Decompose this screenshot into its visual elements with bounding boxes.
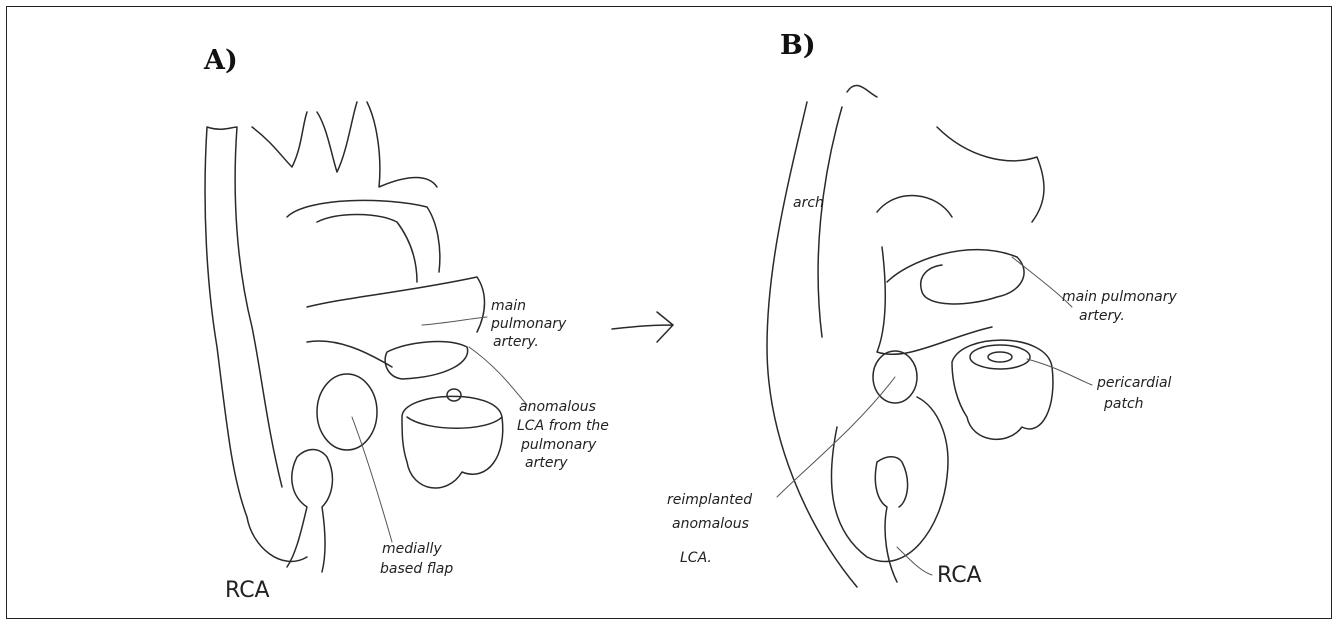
note-rca-a: RCA: [225, 578, 270, 603]
leader-flap: [352, 417, 392, 542]
panel-b-drawing: [767, 86, 1092, 587]
anomalous-lca-cup-a: [402, 396, 503, 488]
leader-anomalous: [469, 347, 527, 405]
medially-based-flap: [317, 374, 377, 450]
leader-rca-b: [897, 547, 932, 575]
leader-main-pa-a: [422, 317, 487, 325]
note-pericardial-patch: pericardial patch: [1096, 375, 1176, 412]
panel-a-drawing: [205, 102, 673, 572]
note-reimplanted-lca: reimplanted anomalous LCA.: [667, 492, 757, 566]
pulmonary-artery-a: [307, 277, 485, 379]
note-arch: arch: [793, 195, 824, 211]
aorta-outline-a: [205, 102, 440, 561]
pericardial-patch-disc: [970, 345, 1030, 369]
pericardial-patch-cup: [952, 340, 1053, 439]
note-rca-b: RCA: [937, 563, 982, 588]
aorta-outline-b: [767, 86, 1044, 587]
rca-vessel-a: [287, 450, 332, 573]
note-flap: medially based flap: [380, 541, 453, 577]
lca-ostium-a: [447, 389, 461, 401]
leader-reimplanted: [777, 377, 895, 497]
surgical-sketch: main pulmonary artery. anomalous LCA fro…: [7, 7, 1333, 620]
pericardial-patch-center: [988, 352, 1012, 362]
note-main-pa-b: main pulmonary artery.: [1062, 289, 1181, 324]
pulmonary-artery-b: [877, 247, 992, 354]
rca-vessel-b: [875, 457, 907, 582]
figure-frame: A) B): [6, 6, 1332, 619]
note-anomalous-lca: anomalous LCA from the pulmonary artery: [517, 399, 613, 471]
note-main-pa-a: main pulmonary artery.: [490, 298, 571, 350]
leader-patch: [1027, 359, 1092, 385]
arrow-a-to-b: [612, 312, 673, 342]
ventricle-b: [831, 397, 948, 562]
